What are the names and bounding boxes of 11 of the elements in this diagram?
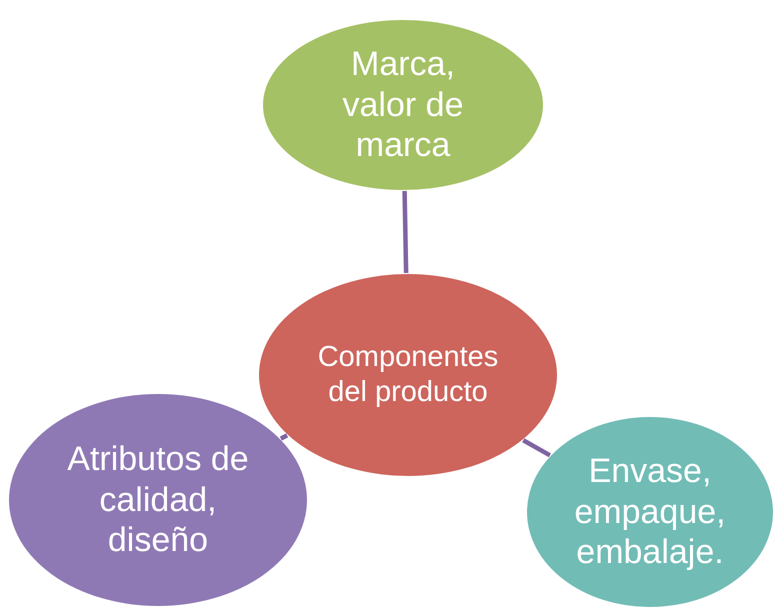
node-label: Atributos de calidad, diseño	[66, 438, 250, 562]
connector-line	[522, 438, 552, 458]
ellipse-node	[262, 19, 544, 191]
ellipse-node	[526, 416, 774, 608]
ellipse-node	[8, 393, 308, 607]
node-label: Envase, empaque, embalaje.	[573, 450, 727, 574]
connector-line	[280, 433, 288, 441]
node-label: Componentes del producto	[316, 340, 500, 410]
ellipse-node	[258, 273, 558, 477]
node-label: Marca, valor de marca	[342, 44, 464, 166]
connector-line	[402, 190, 408, 274]
